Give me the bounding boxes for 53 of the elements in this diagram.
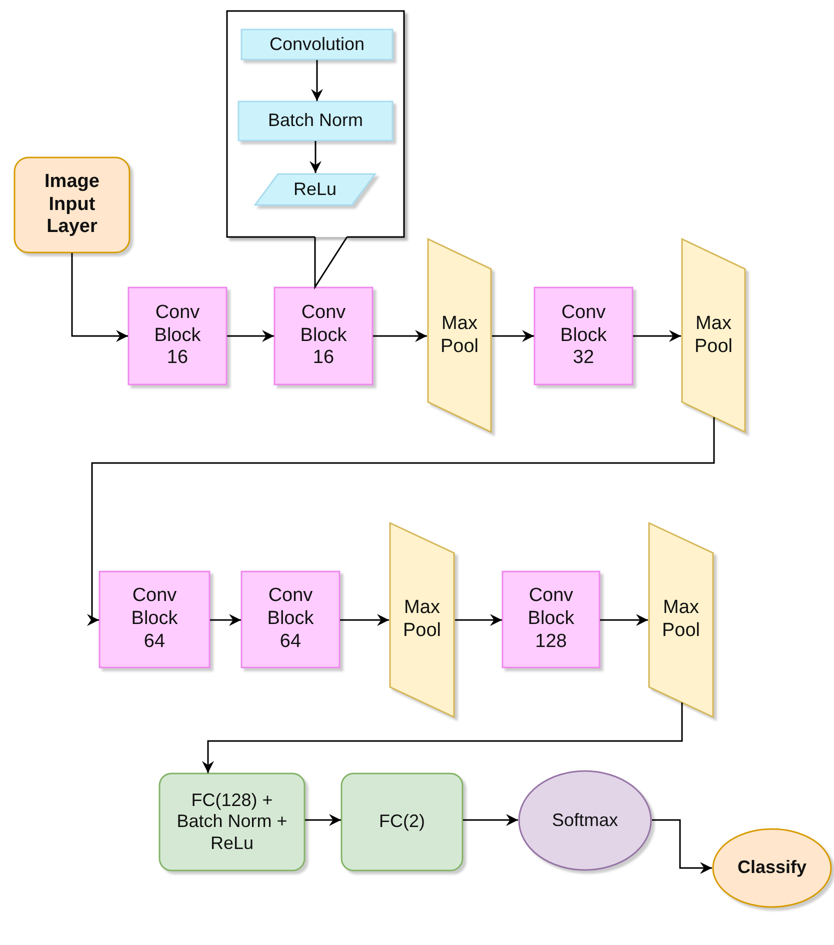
conv-block-box [128, 287, 227, 385]
conv-block-box [99, 571, 210, 668]
layer-label: Max Pool [402, 597, 442, 643]
layer-label: Convolution [268, 34, 366, 56]
layer-label: Conv Block 128 [526, 585, 576, 654]
layer-label: Image Input Layer [44, 170, 100, 240]
fully-connected-box [341, 773, 463, 871]
arrow [633, 330, 681, 342]
conv-block-box [534, 287, 633, 385]
arrow [227, 330, 274, 342]
layer-label: Classify [736, 857, 808, 879]
arrow [311, 60, 323, 101]
arrow [652, 819, 712, 874]
arrow [373, 330, 427, 342]
max-pool-shape [681, 238, 746, 433]
layer-label: Conv Block 64 [266, 585, 315, 654]
callout-box [226, 10, 405, 238]
conv-block-box [241, 571, 340, 668]
activation-parallelogram [254, 173, 376, 206]
arrow [463, 814, 518, 826]
arrow [305, 814, 341, 826]
conv-block-box [274, 287, 373, 385]
layer-label: Conv Block 16 [299, 302, 348, 370]
input-layer-box [14, 157, 130, 253]
fully-connected-box [159, 773, 305, 871]
arrow [600, 614, 648, 626]
arrow [87, 417, 715, 626]
layer-label: ReLu [292, 178, 338, 200]
arrow [210, 614, 241, 626]
max-pool-shape [427, 238, 492, 433]
arrow [455, 614, 502, 626]
max-pool-shape [648, 522, 714, 718]
conv-block-box [502, 571, 600, 668]
arrow [71, 253, 128, 342]
layer-label: FC(2) [378, 811, 426, 833]
output-ellipse [712, 828, 832, 908]
layer-label: Softmax [550, 810, 620, 832]
arrow [310, 141, 322, 173]
layer-label: Conv Block 32 [559, 302, 608, 370]
layer-label: Conv Block 64 [130, 585, 179, 654]
layer-label: Batch Norm [266, 110, 364, 132]
arrow [492, 330, 534, 342]
layer-box [238, 101, 393, 141]
layer-box [241, 29, 393, 60]
softmax-ellipse [518, 770, 652, 871]
arrow [340, 614, 389, 626]
layer-label: Max Pool [693, 312, 734, 358]
layer-label: Max Pool [439, 312, 480, 358]
layer-label: Conv Block 16 [153, 302, 202, 370]
layer-label: Max Pool [660, 597, 702, 643]
max-pool-shape [389, 522, 455, 718]
arrow [202, 702, 683, 773]
layer-label: FC(128) + Batch Norm + ReLu [176, 790, 288, 854]
